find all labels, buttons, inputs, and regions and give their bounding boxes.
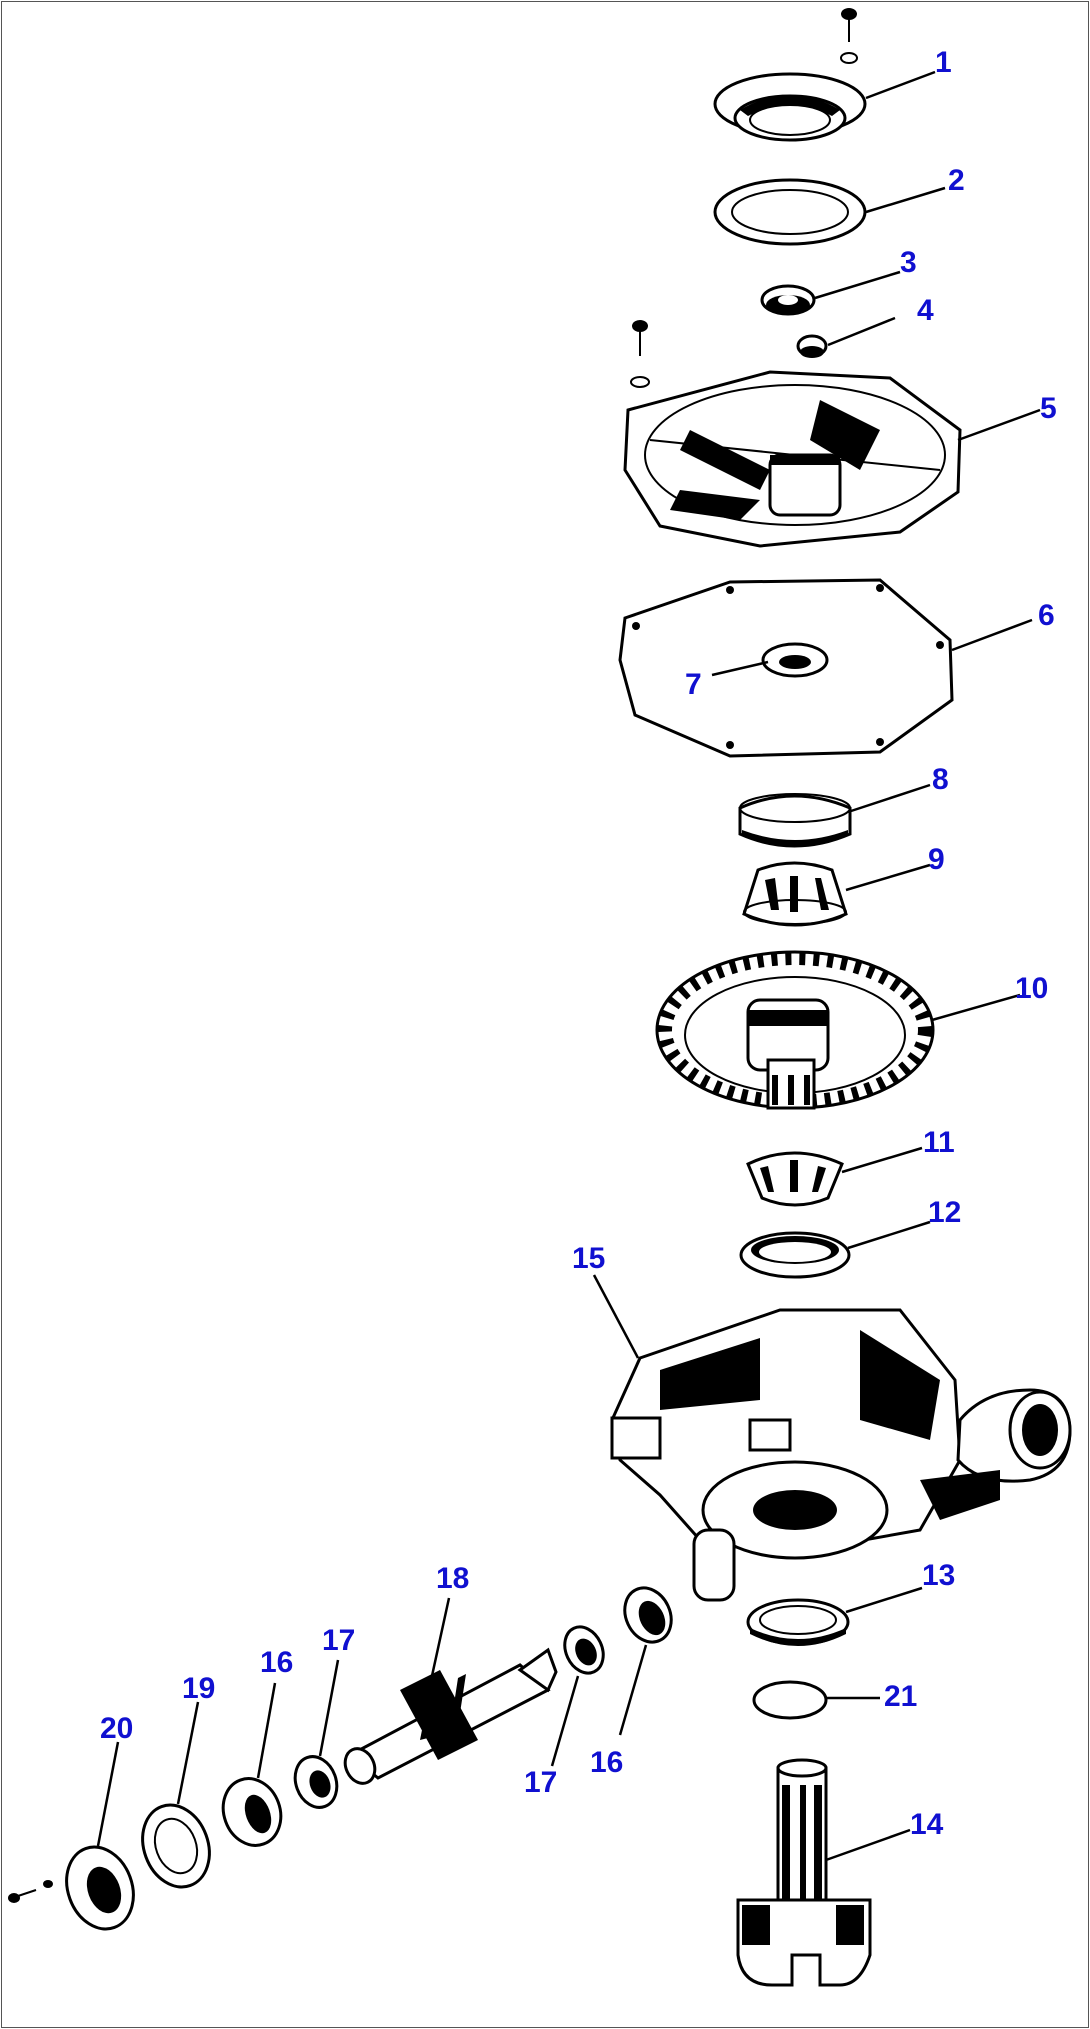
part-11-bearing-cone xyxy=(746,1151,844,1207)
part-17-nut-left xyxy=(293,1755,339,1809)
part-17-nut-right xyxy=(563,1625,605,1675)
callout-12: 12 xyxy=(928,1196,961,1229)
part-8-bearing-cup xyxy=(738,793,852,848)
part-20-cap xyxy=(8,1845,135,1931)
callout-16-left: 16 xyxy=(260,1646,293,1679)
callout-19: 19 xyxy=(182,1672,215,1705)
callout-2: 2 xyxy=(948,164,965,197)
callout-7: 7 xyxy=(685,668,702,701)
part-9-bearing-cone xyxy=(742,861,848,927)
leader-14 xyxy=(825,1828,911,1862)
callout-16-right: 16 xyxy=(590,1746,623,1779)
leader-20 xyxy=(96,1741,120,1847)
leader-12 xyxy=(847,1220,931,1250)
leader-16a xyxy=(256,1682,277,1779)
leader-15 xyxy=(592,1274,640,1359)
leader-16b xyxy=(618,1644,648,1736)
callout-1: 1 xyxy=(935,46,952,79)
part-16-bearing-left xyxy=(221,1777,283,1847)
leader-18 xyxy=(428,1597,451,1686)
part-13-seal-ring xyxy=(746,1598,850,1646)
callout-15: 15 xyxy=(572,1242,605,1275)
part-21-o-ring xyxy=(752,1680,828,1720)
callout-21: 21 xyxy=(884,1680,917,1713)
leader-8 xyxy=(847,783,931,814)
callout-4: 4 xyxy=(917,294,934,327)
leader-13 xyxy=(845,1586,923,1614)
leader-11 xyxy=(841,1146,923,1174)
part-14-pinion-shaft xyxy=(736,1758,872,1987)
callout-5: 5 xyxy=(1040,392,1057,425)
callout-17-right: 17 xyxy=(524,1766,557,1799)
part-4-nut xyxy=(796,334,828,358)
part-1-cover xyxy=(713,8,867,142)
callout-3: 3 xyxy=(900,246,917,279)
leader-1 xyxy=(865,70,936,100)
part-7-seal xyxy=(761,642,829,678)
callout-11: 11 xyxy=(923,1126,955,1159)
callout-9: 9 xyxy=(928,843,945,876)
part-16-bearing-cup-right xyxy=(623,1586,673,1644)
leader-19 xyxy=(176,1701,200,1805)
callout-13: 13 xyxy=(922,1559,955,1592)
leader-2 xyxy=(865,186,946,214)
callout-17-left: 17 xyxy=(322,1624,355,1657)
callout-20: 20 xyxy=(100,1712,133,1745)
part-3-seal xyxy=(760,284,816,316)
part-2-shim xyxy=(713,178,867,246)
leader-6 xyxy=(951,618,1033,652)
leader-9 xyxy=(845,863,931,892)
part-15-main-case xyxy=(610,1308,1072,1602)
callout-10: 10 xyxy=(1015,972,1048,1005)
leader-7 xyxy=(711,660,769,677)
callout-6: 6 xyxy=(1038,599,1055,632)
part-19-shim xyxy=(141,1803,211,1889)
leader-17a xyxy=(318,1659,340,1757)
part-18-bevel-pinion xyxy=(343,1647,558,1785)
callout-14: 14 xyxy=(910,1808,944,1841)
part-5-housing-cover xyxy=(623,320,962,548)
leader-4 xyxy=(827,316,896,347)
leader-5 xyxy=(957,408,1041,442)
part-10-ring-gear xyxy=(655,950,935,1110)
leader-10 xyxy=(931,993,1021,1022)
part-12-bearing-cup xyxy=(739,1231,851,1279)
leader-3 xyxy=(814,270,901,300)
callout-18: 18 xyxy=(436,1562,469,1595)
callout-8: 8 xyxy=(932,763,949,796)
leader-17b xyxy=(550,1675,580,1767)
